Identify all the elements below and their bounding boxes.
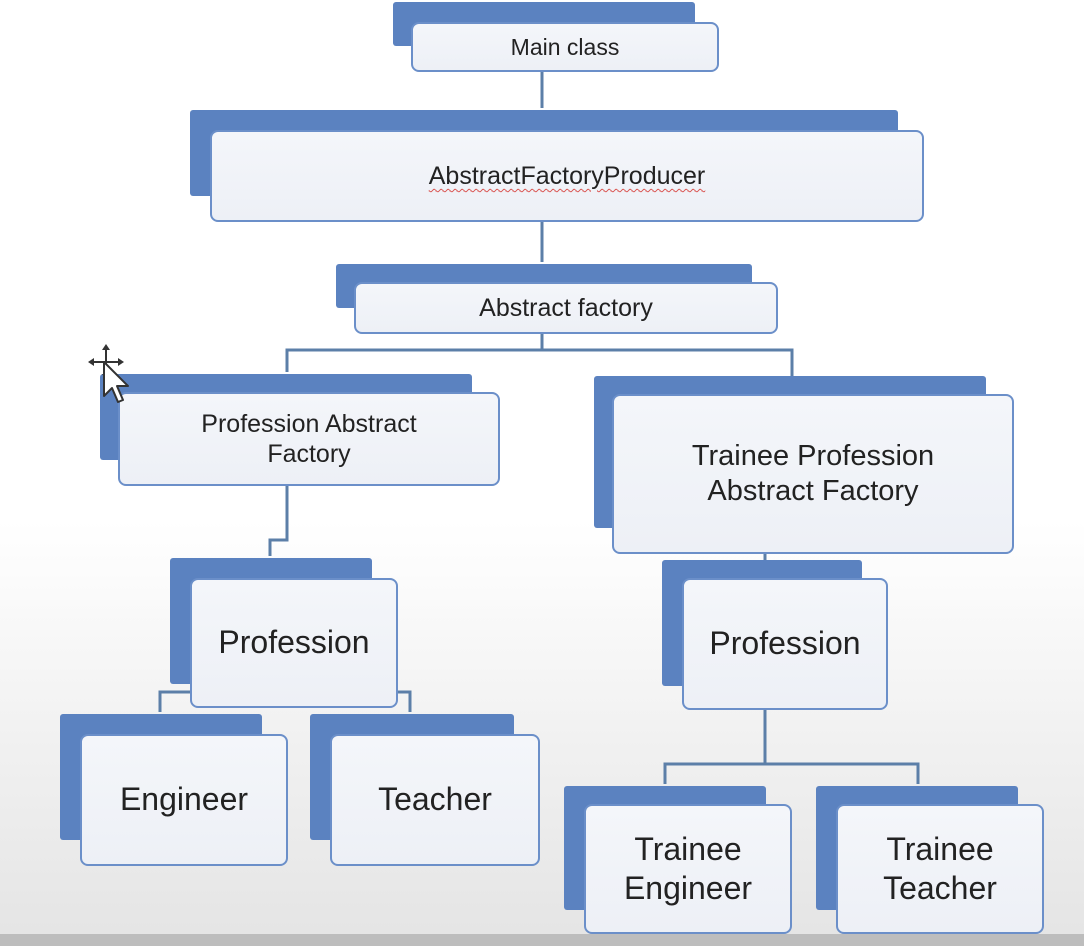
node-label: Trainee Profession Abstract Factory [691, 439, 935, 507]
node-card: Trainee Engineer [584, 804, 792, 934]
node-label: Teacher [378, 781, 492, 818]
node-label: Profession [709, 625, 861, 662]
node-trainee-engineer: Trainee Engineer [564, 786, 792, 934]
node-label: Trainee Teacher [883, 830, 997, 906]
move-cursor-icon [88, 344, 132, 411]
node-label: Engineer [119, 781, 249, 818]
node-label: Main class [510, 33, 620, 60]
node-card: Engineer [80, 734, 288, 866]
connector-right-profession-children [663, 762, 920, 784]
node-card: Teacher [330, 734, 540, 866]
node-main-class: Main class [393, 2, 719, 72]
node-profession-abstract-factory: Profession Abstract Factory [100, 374, 500, 486]
node-teacher: Teacher [310, 714, 540, 866]
node-label: AbstractFactoryProducer [428, 161, 706, 190]
bottom-edge-bar [0, 934, 1084, 946]
node-label: Trainee Engineer [623, 830, 753, 906]
node-card: Profession [682, 578, 888, 710]
node-card: Profession Abstract Factory [118, 392, 500, 486]
node-card: Main class [411, 22, 719, 72]
node-card: Profession [190, 578, 398, 708]
node-profession-left: Profession [170, 558, 398, 708]
node-trainee-teacher: Trainee Teacher [816, 786, 1044, 934]
node-engineer: Engineer [60, 714, 288, 866]
node-card: Trainee Profession Abstract Factory [612, 394, 1014, 554]
connector-split-left [285, 348, 794, 376]
connector-left-factory-profession [268, 486, 289, 556]
node-card: Abstract factory [354, 282, 778, 334]
node-label: Profession Abstract Factory [201, 409, 417, 469]
node-abstract-factory-producer: AbstractFactoryProducer [190, 110, 924, 222]
node-profession-right: Profession [662, 560, 888, 710]
node-trainee-profession-abstract-factory: Trainee Profession Abstract Factory [594, 376, 1014, 554]
node-card: AbstractFactoryProducer [210, 130, 924, 222]
node-label: Abstract factory [479, 293, 653, 322]
node-card: Trainee Teacher [836, 804, 1044, 934]
node-abstract-factory: Abstract factory [336, 264, 778, 334]
node-label: Profession [218, 624, 370, 661]
